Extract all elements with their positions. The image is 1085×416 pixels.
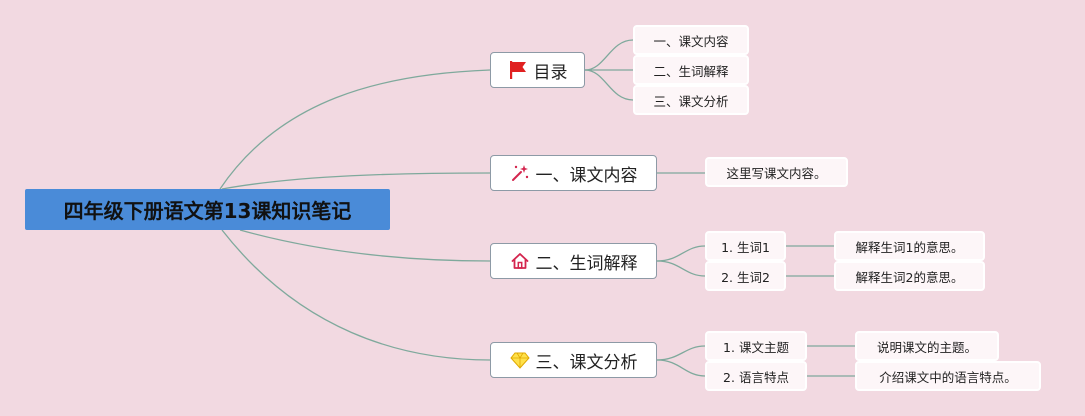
topic-text-content[interactable]: 一、课文内容 xyxy=(490,155,657,191)
diamond-icon xyxy=(509,350,530,370)
connector-line xyxy=(239,229,491,262)
contents-item-label: 一、课文内容 xyxy=(653,33,729,49)
vocabulary-word[interactable]: 2. 生词2 xyxy=(705,261,786,291)
contents-item[interactable]: 一、课文内容 xyxy=(633,25,749,55)
vocabulary-word-label: 2. 生词2 xyxy=(721,269,770,285)
connector-line xyxy=(656,245,706,262)
connector-line xyxy=(656,260,706,277)
analysis-detail-label: 介绍课文中的语言特点。 xyxy=(879,369,1017,385)
red-flag-icon xyxy=(508,60,528,80)
topic-vocabulary[interactable]: 二、生词解释 xyxy=(490,243,657,279)
topic-analysis-label: 三、课文分析 xyxy=(535,352,638,373)
analysis-detail-label: 说明课文的主题。 xyxy=(876,339,977,355)
connector-line xyxy=(584,69,634,101)
connector-line xyxy=(584,39,634,71)
topic-vocabulary-label: 二、生词解释 xyxy=(535,253,638,274)
topic-analysis[interactable]: 三、课文分析 xyxy=(490,342,657,378)
vocabulary-definition-label: 解释生词1的意思。 xyxy=(855,239,964,255)
root-topic[interactable]: 四年级下册语文第13课知识笔记 xyxy=(25,189,390,230)
contents-item[interactable]: 三、课文分析 xyxy=(633,85,749,115)
topic-text-content-label: 一、课文内容 xyxy=(535,165,638,186)
vocabulary-definition[interactable]: 解释生词1的意思。 xyxy=(834,231,985,261)
root-topic-label: 四年级下册语文第13课知识笔记 xyxy=(63,199,352,223)
connector-line xyxy=(221,172,491,190)
analysis-detail[interactable]: 说明课文的主题。 xyxy=(855,331,999,361)
vocabulary-definition-label: 解释生词2的意思。 xyxy=(855,269,964,285)
magic-wand-icon xyxy=(510,163,530,183)
vocabulary-definition[interactable]: 解释生词2的意思。 xyxy=(834,261,985,291)
analysis-item[interactable]: 1. 课文主题 xyxy=(705,331,807,361)
text-content-note[interactable]: 这里写课文内容。 xyxy=(705,157,848,187)
vocabulary-word-label: 1. 生词1 xyxy=(721,239,770,255)
text-content-note-label: 这里写课文内容。 xyxy=(726,165,827,181)
connector-line xyxy=(656,345,706,361)
analysis-item[interactable]: 2. 语言特点 xyxy=(705,361,807,391)
analysis-item-label: 1. 课文主题 xyxy=(723,339,789,355)
analysis-detail[interactable]: 介绍课文中的语言特点。 xyxy=(855,361,1041,391)
contents-item-label: 三、课文分析 xyxy=(653,93,729,109)
topic-contents[interactable]: 目录 xyxy=(490,52,585,88)
contents-item[interactable]: 二、生词解释 xyxy=(633,55,749,85)
analysis-item-label: 2. 语言特点 xyxy=(723,369,789,385)
connector-line xyxy=(219,69,491,190)
contents-item-label: 二、生词解释 xyxy=(653,63,729,79)
connector-line xyxy=(656,359,706,377)
connector-line xyxy=(221,229,491,361)
house-icon xyxy=(510,251,530,271)
vocabulary-word[interactable]: 1. 生词1 xyxy=(705,231,786,261)
topic-contents-label: 目录 xyxy=(533,62,568,83)
